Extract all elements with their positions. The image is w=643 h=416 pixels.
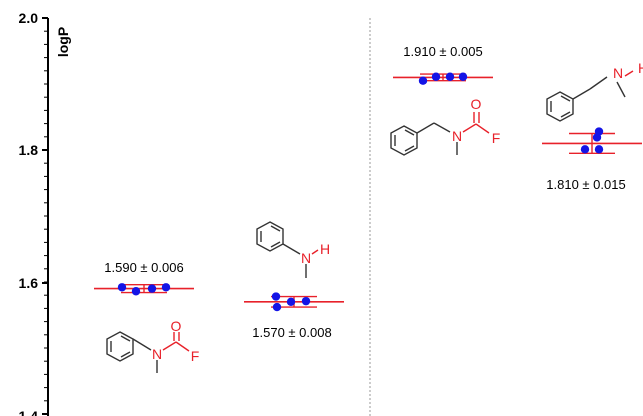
data-point xyxy=(418,76,428,85)
bond xyxy=(282,243,301,255)
data-point xyxy=(161,283,171,292)
data-point xyxy=(580,145,590,154)
y-axis: 2.0 1.8 1.6 1.4 logP xyxy=(19,10,71,416)
bond-red xyxy=(162,341,177,351)
data-point xyxy=(286,297,296,306)
atom-o: O xyxy=(171,318,182,334)
atom-f: F xyxy=(191,348,200,364)
inner-bond xyxy=(404,145,415,152)
bond xyxy=(132,338,152,351)
benzene-ring xyxy=(256,221,284,252)
y-tick-label-2.0: 2.0 xyxy=(19,10,39,26)
value-label-carbamoyl-aniline: 1.590 ± 0.006 xyxy=(104,260,183,275)
bond xyxy=(572,88,591,100)
inner-bond xyxy=(120,335,131,342)
data-point xyxy=(117,283,127,292)
atom-n: N xyxy=(152,346,162,362)
data-point xyxy=(431,72,441,81)
bond xyxy=(589,76,608,90)
atom-n: N xyxy=(613,65,623,81)
y-axis-label: logP xyxy=(55,27,71,57)
series-aniline xyxy=(244,292,344,312)
bond-red xyxy=(624,70,634,77)
bond-red xyxy=(475,123,490,134)
y-tick-label-1.6: 1.6 xyxy=(19,275,39,291)
data-point xyxy=(445,72,455,81)
atom-f: F xyxy=(492,130,501,146)
data-point xyxy=(458,72,468,81)
bond-red xyxy=(462,123,477,133)
data-series xyxy=(94,72,642,312)
bond xyxy=(616,81,626,98)
atom-o: O xyxy=(471,96,482,112)
value-label-aniline: 1.570 ± 0.008 xyxy=(252,325,331,340)
atom-n: N xyxy=(452,128,462,144)
molecule-carbamoyl-aniline xyxy=(106,331,190,373)
bond-red xyxy=(311,249,319,255)
series-carbamoyl-benzylamine xyxy=(393,72,493,85)
molecule-benzylamine xyxy=(546,70,634,122)
data-point xyxy=(272,302,282,312)
inner-bond xyxy=(560,111,571,118)
bond xyxy=(433,122,451,133)
molecule-aniline xyxy=(256,221,319,278)
y-tick-label-1.8: 1.8 xyxy=(19,142,39,158)
y-minor-ticks xyxy=(44,17,48,415)
data-point xyxy=(301,296,311,306)
inner-bond xyxy=(270,225,281,232)
data-point xyxy=(594,145,604,154)
series-benzylamine xyxy=(542,127,642,155)
inner-bond xyxy=(120,351,131,358)
bond-red xyxy=(175,341,190,352)
inner-bond xyxy=(560,95,571,102)
atom-h: H xyxy=(638,60,643,76)
atom-h: H xyxy=(320,241,330,257)
inner-bond xyxy=(404,129,415,136)
data-point xyxy=(271,292,281,301)
molecule-carbamoyl-benzylamine xyxy=(390,112,490,156)
atom-n: N xyxy=(301,250,311,266)
data-point xyxy=(592,133,602,142)
value-label-carbamoyl-benzylamine: 1.910 ± 0.005 xyxy=(403,44,482,59)
value-label-benzylamine: 1.810 ± 0.015 xyxy=(546,177,625,192)
bond xyxy=(416,122,435,134)
y-tick-label-1.4: 1.4 xyxy=(19,408,39,416)
data-point xyxy=(131,287,141,296)
series-carbamoyl-aniline xyxy=(94,283,194,296)
data-point xyxy=(147,284,157,293)
inner-bond xyxy=(270,241,281,248)
